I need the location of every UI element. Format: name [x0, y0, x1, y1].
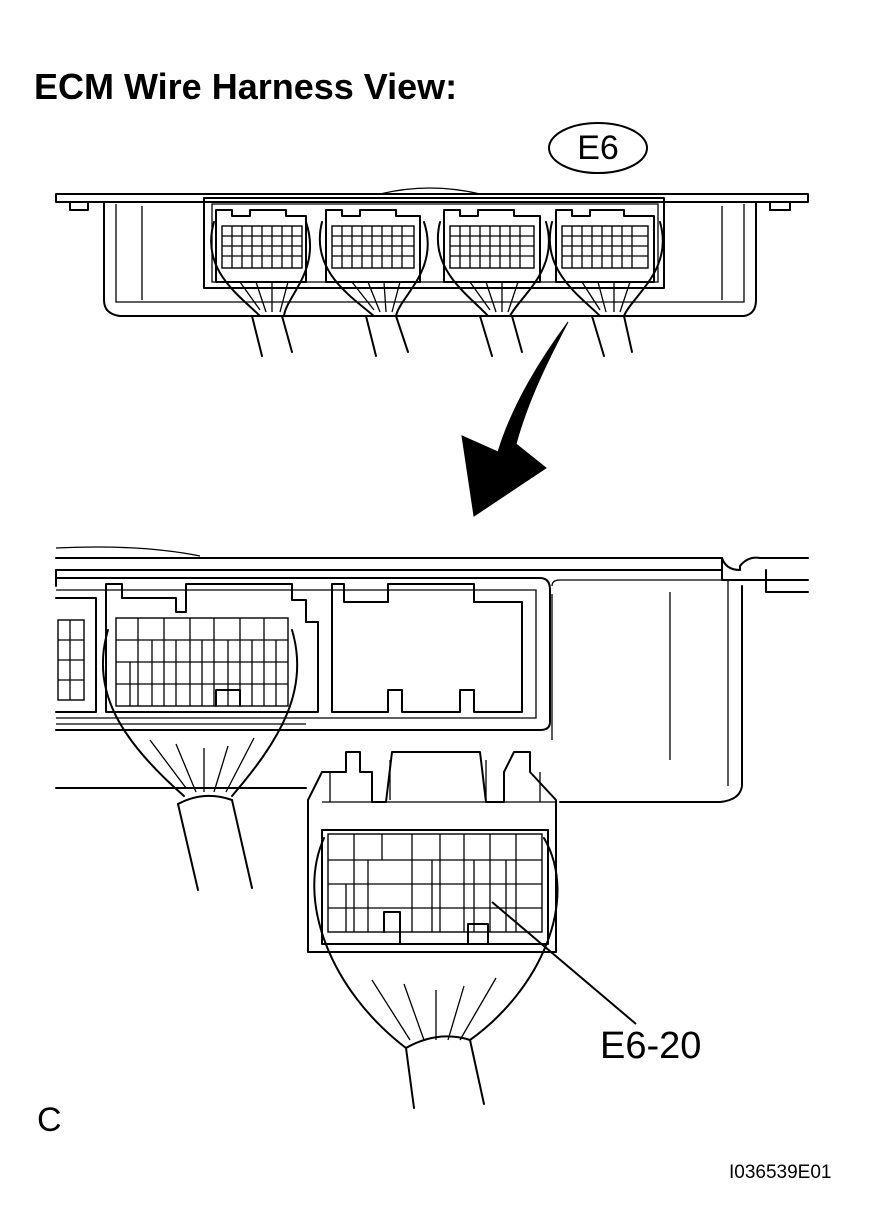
top-connector-4 [549, 209, 664, 357]
top-connector-1 [210, 209, 312, 357]
unplugged-connector-e6 [307, 751, 559, 1109]
diagram-title: ECM Wire Harness View: [34, 66, 458, 107]
zoom-arrow [461, 321, 569, 517]
terminal-callout-label: E6-20 [600, 1025, 702, 1067]
top-connector-3 [437, 209, 550, 357]
terminal-leader-line [491, 901, 637, 1025]
ecm-top-view [55, 187, 809, 317]
top-connector-2 [319, 209, 429, 357]
connector-badge-oval [548, 122, 648, 174]
connector-badge-label: E6 [577, 128, 619, 167]
corner-letter: C [37, 1101, 62, 1139]
figure-id: I036539E01 [729, 1162, 832, 1183]
ecm-zoomed-view [55, 546, 809, 891]
